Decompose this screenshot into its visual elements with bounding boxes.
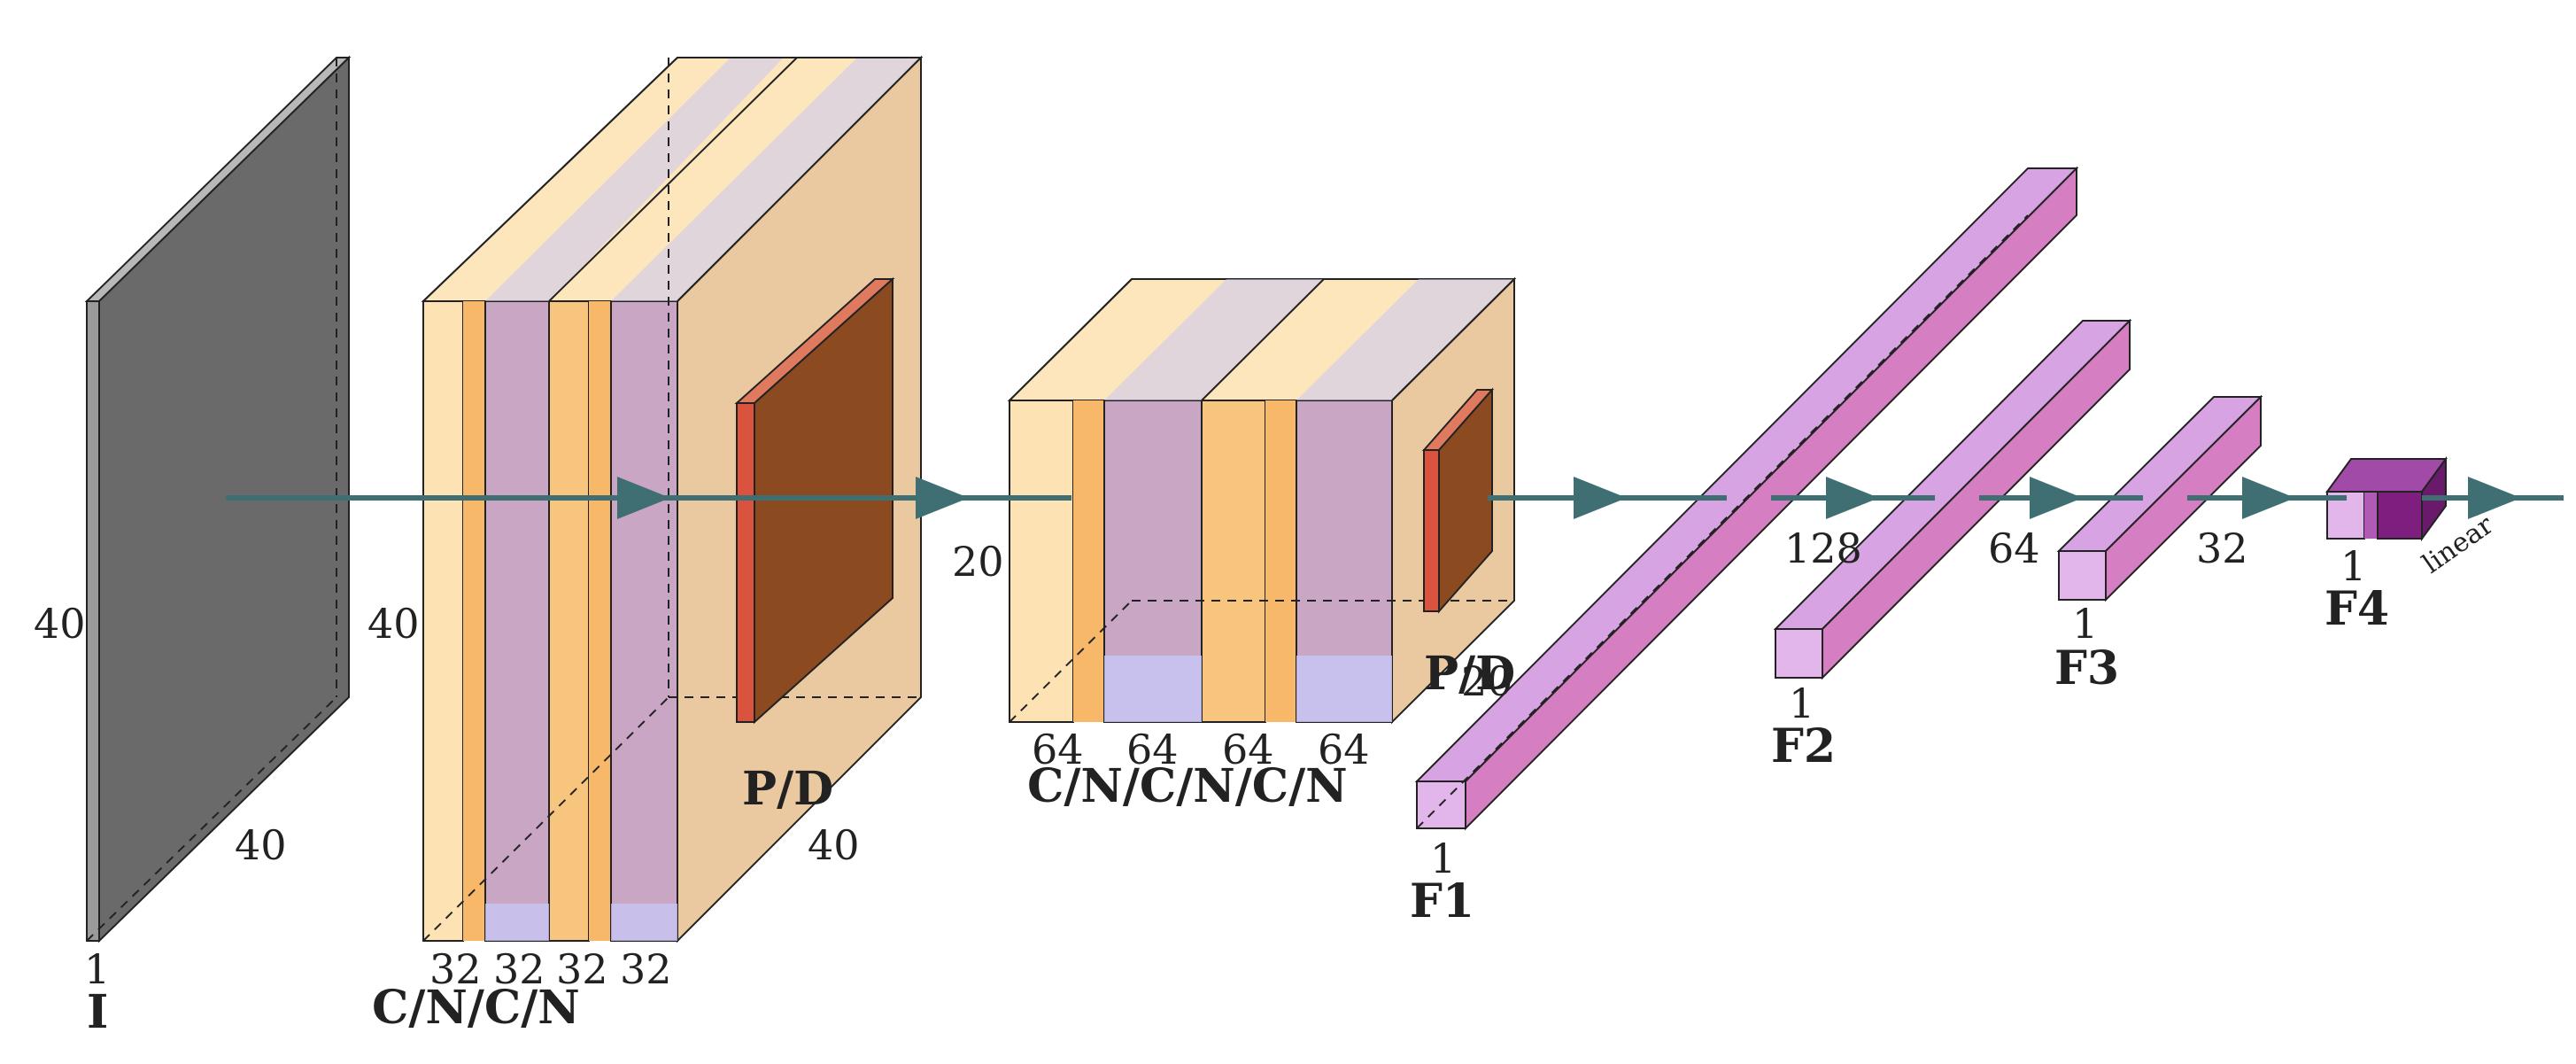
fc3-front (2058, 550, 2107, 601)
fc-layer-3 (2056, 394, 2263, 602)
block1-norm-slab-2 (610, 300, 678, 942)
fc2-side (1822, 318, 2131, 680)
block2-top-stripe-1 (1104, 279, 1324, 400)
pool1-front (736, 402, 755, 723)
fc4-depth-label: 1 (2340, 542, 2366, 590)
fc3-caption: F3 (2054, 641, 2119, 695)
fc4-caption: F4 (2325, 582, 2389, 636)
block1-channel-4: 32 (620, 945, 672, 993)
pool1-width-label: 40 (808, 821, 860, 869)
block2-bottom-norm-1 (1104, 656, 1202, 722)
fc2-front (1775, 628, 1823, 679)
block1-top-stripe-1 (485, 58, 784, 301)
block2-relu-slab-1 (1073, 400, 1104, 722)
block1-relu-slab-1 (463, 301, 485, 941)
block1-caption: C/N/C/N (372, 981, 580, 1035)
fc3-depth-label: 1 (2072, 600, 2098, 648)
fc2-depth-label: 1 (1789, 680, 1814, 727)
fc-layer-4 (2325, 455, 2448, 542)
fc3-side (2105, 394, 2262, 602)
block1-channel-1: 32 (429, 945, 482, 993)
fc-layer-2 (1773, 318, 2132, 680)
input-height-label: 40 (34, 600, 86, 648)
block2-channel-1: 64 (1032, 726, 1084, 773)
fc4-size-label: 32 (2196, 524, 2248, 572)
block1-bottom-norm-1 (485, 904, 549, 941)
block2-relu-slab-2 (1265, 400, 1296, 722)
block2-channel-4: 64 (1318, 726, 1370, 773)
pool2-side (1438, 387, 1493, 614)
fc2-caption: F2 (1771, 719, 1836, 773)
block1-bottom-norm-2 (611, 904, 677, 941)
block1-top-stripe-2 (611, 58, 921, 301)
fc3-size-label: 64 (1988, 524, 2040, 572)
input-depth-label: 1 (84, 945, 110, 993)
block1-channel-2: 32 (493, 945, 545, 993)
input-layer-front (86, 300, 100, 942)
block2-caption: C/N/C/N/C/N (1027, 759, 1348, 813)
block1-relu-slab-2 (589, 301, 611, 941)
pool-layer-2 (1421, 387, 1495, 614)
block2-height-label: 20 (952, 538, 1004, 586)
fc2-size-label: 128 (1784, 524, 1862, 572)
block2-channel-3: 64 (1222, 726, 1274, 773)
block1-height-label: 40 (367, 600, 420, 648)
block2-conv-slab-1 (1009, 400, 1074, 723)
input-layer-side (98, 55, 350, 944)
block1-conv-slab-1 (422, 300, 464, 942)
block2-top-stripe-2 (1296, 279, 1514, 400)
block2-bottom-norm-2 (1296, 656, 1392, 722)
fc1-caption: F1 (1410, 874, 1474, 928)
block2-conv-slab-2 (1201, 400, 1266, 723)
pool2-width-label: 20 (1461, 657, 1513, 705)
block1-norm-slab-1 (484, 300, 550, 942)
input-layer (84, 55, 352, 944)
pool2-caption: P/D (1424, 647, 1515, 701)
conv-block-1 (421, 55, 924, 944)
block1-channel-3: 32 (556, 945, 608, 993)
pool1-caption: P/D (742, 762, 833, 816)
block2-channel-2: 64 (1126, 726, 1179, 773)
input-caption: I (87, 985, 108, 1039)
fc4-front-dark (2377, 491, 2423, 540)
fc1-depth-label: 1 (1430, 835, 1456, 882)
block1-conv-slab-2 (548, 300, 590, 942)
pool2-front (1423, 449, 1440, 612)
fc4-front-mid (2364, 492, 2378, 539)
input-width-label: 40 (235, 821, 287, 869)
